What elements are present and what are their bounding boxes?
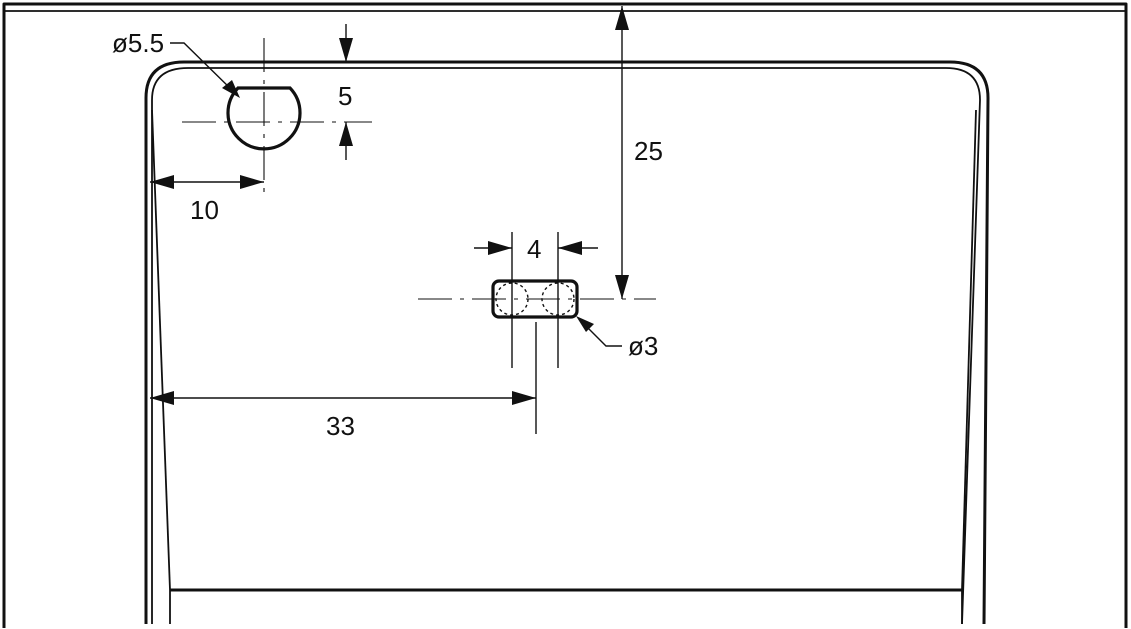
mounting-hole (182, 38, 372, 196)
panel-outer-edge (144, 60, 990, 625)
slot-side-offset-label: 33 (326, 411, 355, 441)
dim-hole-top-offset: 5 (338, 24, 353, 160)
panel-taper-right (961, 109, 977, 591)
hole-top-offset-label: 5 (338, 81, 352, 111)
arrow-down (615, 275, 629, 299)
arrow-left (558, 241, 582, 255)
arrow-down (339, 38, 353, 62)
arrow-right (240, 175, 264, 189)
arrow-right (512, 391, 536, 405)
panel-taper-left (151, 109, 171, 591)
arrow-up (615, 6, 629, 30)
dim-slot-end-diameter: ø3 (576, 316, 658, 361)
panel-inner-edge (151, 67, 981, 625)
hole-diameter-label: ø5.5 (112, 28, 164, 58)
arrow-left (150, 391, 174, 405)
arrow-left (150, 175, 174, 189)
dim-hole-diameter: ø5.5 (112, 28, 240, 98)
arrow-up (339, 122, 353, 146)
dim-slot-width: 4 (474, 234, 598, 264)
slot-top-offset-label: 25 (634, 136, 663, 166)
arrow-right (488, 241, 512, 255)
leader-arrowhead (222, 80, 240, 98)
leader-line (170, 42, 235, 93)
dim-slot-top-offset: 25 (615, 6, 663, 299)
slot-end-diameter-label: ø3 (628, 331, 658, 361)
dim-slot-side-offset: 33 (150, 391, 536, 441)
slot (418, 232, 656, 434)
leader-line (581, 321, 622, 347)
leader-arrowhead (576, 316, 594, 332)
hole-side-offset-label: 10 (190, 195, 219, 225)
dim-hole-side-offset: 10 (150, 175, 264, 225)
slot-width-label: 4 (527, 234, 541, 264)
